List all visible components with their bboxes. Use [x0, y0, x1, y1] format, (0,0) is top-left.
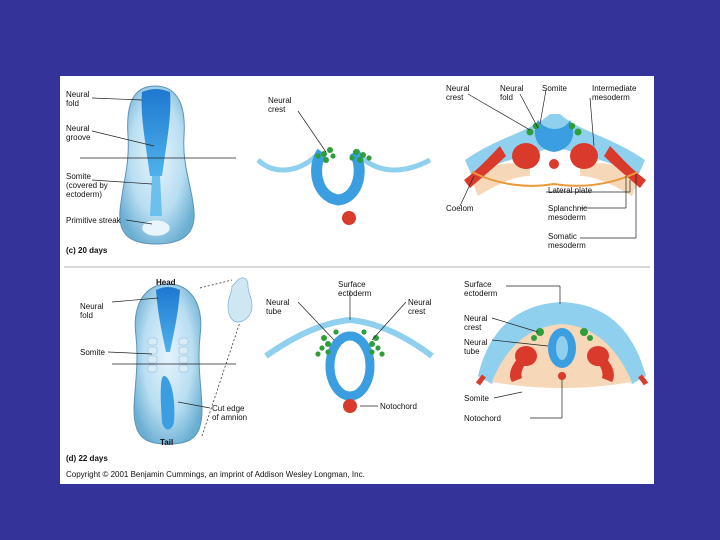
embryo-22-days — [133, 277, 253, 445]
embryo-thumbnail — [227, 277, 253, 323]
leader-lines-d-right — [491, 285, 563, 419]
label-intermediate-mesoderm: Intermediate mesoderm — [592, 84, 637, 102]
label-neural-fold-c-right: Neural fold — [500, 84, 524, 102]
label-somite-c-right: Somite — [542, 84, 567, 93]
label-neural-fold-d: Neural fold — [80, 302, 104, 320]
label-somite-d-right: Somite — [464, 394, 489, 403]
label-somite-d: Somite — [80, 348, 105, 357]
neural-tube-section — [264, 316, 434, 413]
label-notochord-d: Notochord — [380, 402, 417, 411]
label-head: Head — [156, 278, 176, 287]
label-lateral-plate: Lateral plate — [548, 186, 593, 195]
leader-lines-d-left — [107, 279, 241, 437]
leader-neural-crest-c — [297, 110, 327, 153]
leader-lines-c-left — [80, 97, 236, 225]
leader-lines-c-right — [459, 89, 637, 239]
embryo-diagram — [64, 85, 650, 445]
label-neural-crest-d: Neural crest — [408, 298, 432, 316]
caption-c: (c) 20 days — [66, 246, 108, 255]
label-somite-c: Somite (covered by ectoderm) — [66, 172, 108, 199]
label-neural-tube-d: Neural tube — [266, 298, 290, 316]
label-notochord-d-right: Notochord — [464, 414, 501, 423]
closing-tube-section — [464, 114, 646, 196]
label-neural-groove-c: Neural groove — [66, 124, 91, 142]
label-neural-crest-d-right: Neural crest — [464, 314, 488, 332]
label-cut-edge-of-amnion: Cut edge of amnion — [212, 404, 248, 422]
label-primitive-streak: Primitive streak — [66, 216, 121, 225]
label-neural-tube-d-right: Neural tube — [464, 338, 488, 356]
label-somatic-mesoderm: Somatic mesoderm — [548, 232, 586, 250]
neural-groove-section — [256, 147, 432, 225]
copyright-text: Copyright © 2001 Benjamin Cummings, an i… — [66, 470, 365, 479]
figure-panel: Neural fold Neural groove Somite (covere… — [60, 76, 654, 484]
leader-lines-d-middle — [297, 290, 407, 407]
label-splanchnic-mesoderm: Splanchnic mesoderm — [548, 204, 588, 222]
label-neural-fold-c: Neural fold — [66, 90, 90, 108]
embryo-20-days — [119, 85, 195, 245]
label-tail: Tail — [160, 438, 174, 447]
caption-d: (d) 22 days — [66, 454, 108, 463]
label-coelom: Coelom — [446, 204, 474, 213]
label-neural-crest-c: Neural crest — [268, 96, 292, 114]
label-neural-crest-c-right: Neural crest — [446, 84, 470, 102]
label-surface-ectoderm-d-right: Surface ectoderm — [464, 280, 498, 298]
label-surface-ectoderm-d: Surface ectoderm — [338, 280, 372, 298]
later-section — [475, 302, 649, 388]
